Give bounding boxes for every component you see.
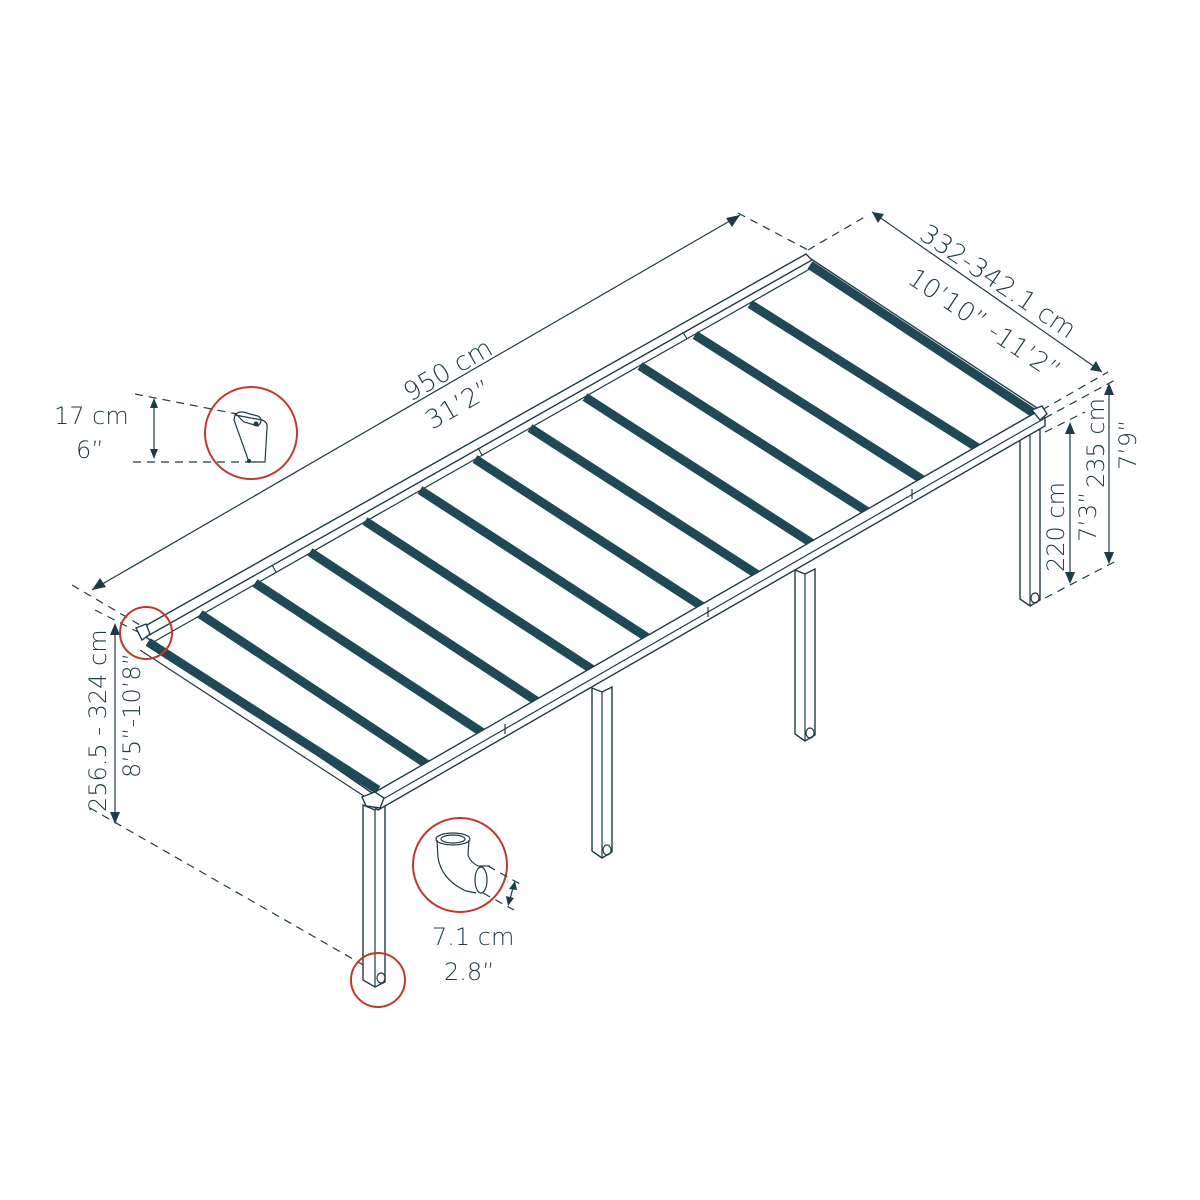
depth-extension-line-front [1041,371,1109,411]
arrow-head-icon [110,623,120,635]
post-front-left [362,803,386,988]
arrow-head-icon [1065,572,1075,584]
outer-height-metric-label: 235 cm [1082,398,1110,488]
arrow-head-icon [92,578,106,590]
arrow-head-icon [1104,552,1114,564]
gutter-end-cap [1030,405,1048,422]
rafters [197,261,1038,769]
gutter-end-cap [361,791,385,809]
arrow-head-icon [1090,361,1102,372]
arrow-head-icon [150,398,158,408]
back-height-extension-bottom [89,807,373,971]
back-height-metric-label: 256.5 - 324 cm [84,629,112,812]
rafter [252,579,486,737]
inner-height-metric-label: 220 cm [1042,482,1070,572]
pipe-extension-bottom [482,892,515,911]
arrow-head-icon [1065,422,1075,434]
arrow-head-icon [1104,383,1114,395]
gutter-metric-label: 17 cm [54,402,129,430]
wall-plate-end-cap [135,623,151,642]
profile-extension-top [134,393,238,415]
back-height-dimension: 256.5 - 324 cm 8’5”-10’8” [84,609,373,971]
back-height-imperial-label: 8’5”-10’8” [118,653,146,778]
rafter-edge-left [145,638,381,794]
rafter [417,486,651,642]
downpipe-outlet-icon [602,844,612,856]
downpipe-outlet-icon [1030,592,1040,604]
arrow-head-icon [150,449,158,459]
rafter [197,610,431,769]
callout-circle [412,817,508,913]
arrow-head-icon [506,896,514,906]
rafter [472,455,706,611]
height-extension-top-inner [1044,411,1086,433]
arrow-head-icon [110,812,120,824]
downpipe-callout: 7.1 cm 2.8” [412,817,521,986]
gutter-profile-icon [233,411,268,463]
roof-panels [138,256,1042,796]
length-extension-line-left [71,584,141,626]
rafter [527,424,761,579]
rafter [307,548,541,706]
rafter [362,517,596,674]
post-middle-2 [794,567,816,742]
inner-height-imperial-label: 7’3” [1074,491,1102,542]
arrow-head-icon [726,215,740,227]
posts [362,427,1041,988]
downpipe-outlet-icon [805,727,815,739]
arrow-head-icon [872,212,884,223]
depth-dimension-line [871,211,1103,373]
rafter [582,393,816,548]
downpipe-imperial-label: 2.8” [444,958,495,986]
arrow-head-icon [509,881,517,890]
downpipe-outlet-icon [376,972,386,984]
callout-circle [204,386,298,480]
outer-height-imperial-label: 7’9” [1114,419,1142,470]
downpipe-metric-label: 7.1 cm [432,923,514,951]
gutter-profile-callout: 17 cm 6” [54,386,298,480]
post-front-right [1019,427,1041,607]
length-extension-line-right [737,212,809,251]
pipe-extension-top [487,865,521,885]
post-middle-1 [591,685,613,859]
downpipe-elbow-icon [435,832,490,894]
depth-extension-line-back [807,214,869,251]
wall-bracket-callout-circle [119,606,173,660]
gutter-imperial-label: 6” [76,436,104,464]
rafter [692,331,926,484]
rafter-edge-right [807,261,1038,418]
rafter [747,300,981,452]
roof [135,253,1048,811]
rafter [637,362,871,516]
post-base-callout-circle [350,952,406,1008]
front-height-dimensions: 220 cm 7’3” 235 cm 7’9” [1042,379,1142,599]
back-height-extension-top [94,609,141,634]
length-dimension-line [91,214,741,591]
